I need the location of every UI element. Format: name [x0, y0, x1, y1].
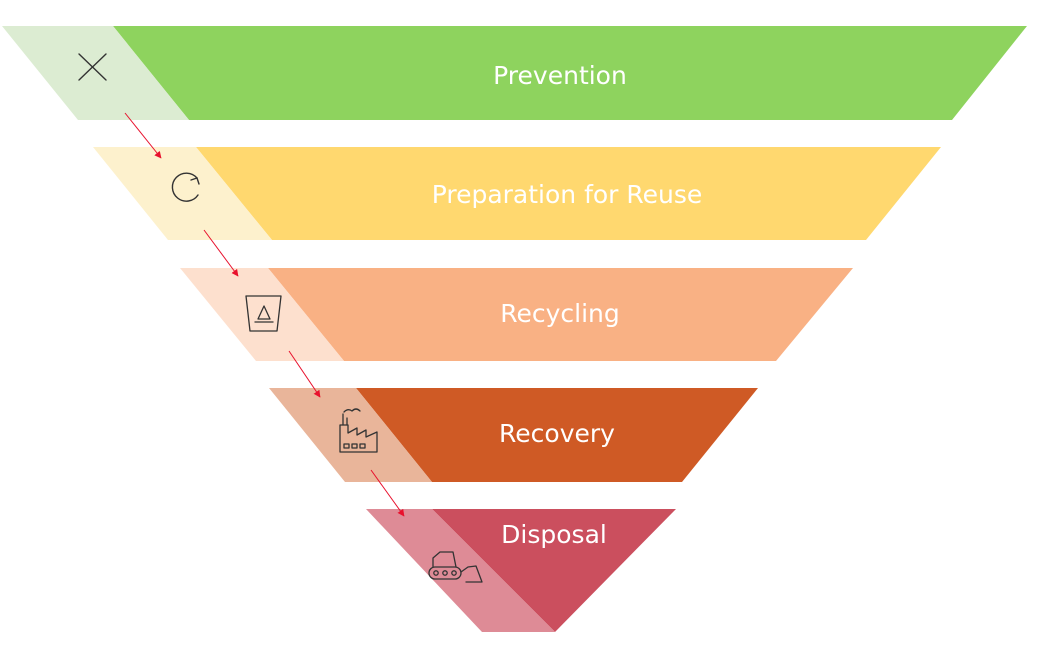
tier-recovery-label: Recovery: [499, 419, 615, 448]
flow-arrow: [370, 469, 405, 517]
flow-arrow: [203, 229, 239, 277]
flow-arrows: [124, 112, 405, 517]
tier-recycling-side: [180, 268, 344, 361]
tier-prevention-label: Prevention: [493, 61, 627, 90]
tier-preparation-for-reuse-label: Preparation for Reuse: [432, 180, 703, 209]
close-icon: [78, 53, 107, 81]
factory-icon: [339, 408, 378, 453]
tier-preparation-for-reuse: Preparation for Reuse: [93, 147, 941, 240]
tier-recovery-band: [356, 388, 758, 482]
flow-arrow: [288, 350, 321, 398]
tier-recycling-label: Recycling: [500, 299, 620, 328]
tier-prevention-band: [113, 26, 1027, 120]
tier-recycling-band: [268, 268, 853, 361]
tier-prevention: Prevention: [2, 26, 1027, 120]
tier-disposal-band: [432, 509, 676, 632]
recycle-bin-icon: [245, 295, 282, 332]
tier-recovery-side: [269, 388, 432, 482]
tier-disposal: Disposal: [366, 509, 676, 632]
bulldozer-icon: [428, 551, 483, 583]
tier-recovery: Recovery: [269, 388, 758, 482]
flow-arrow: [124, 112, 162, 159]
tier-disposal-label: Disposal: [501, 520, 607, 549]
tier-preparation-for-reuse-band: [196, 147, 941, 240]
refresh-icon: [171, 172, 200, 202]
tier-prevention-side: [2, 26, 189, 120]
tier-recycling: Recycling: [180, 268, 853, 361]
tier-preparation-for-reuse-side: [93, 147, 272, 240]
